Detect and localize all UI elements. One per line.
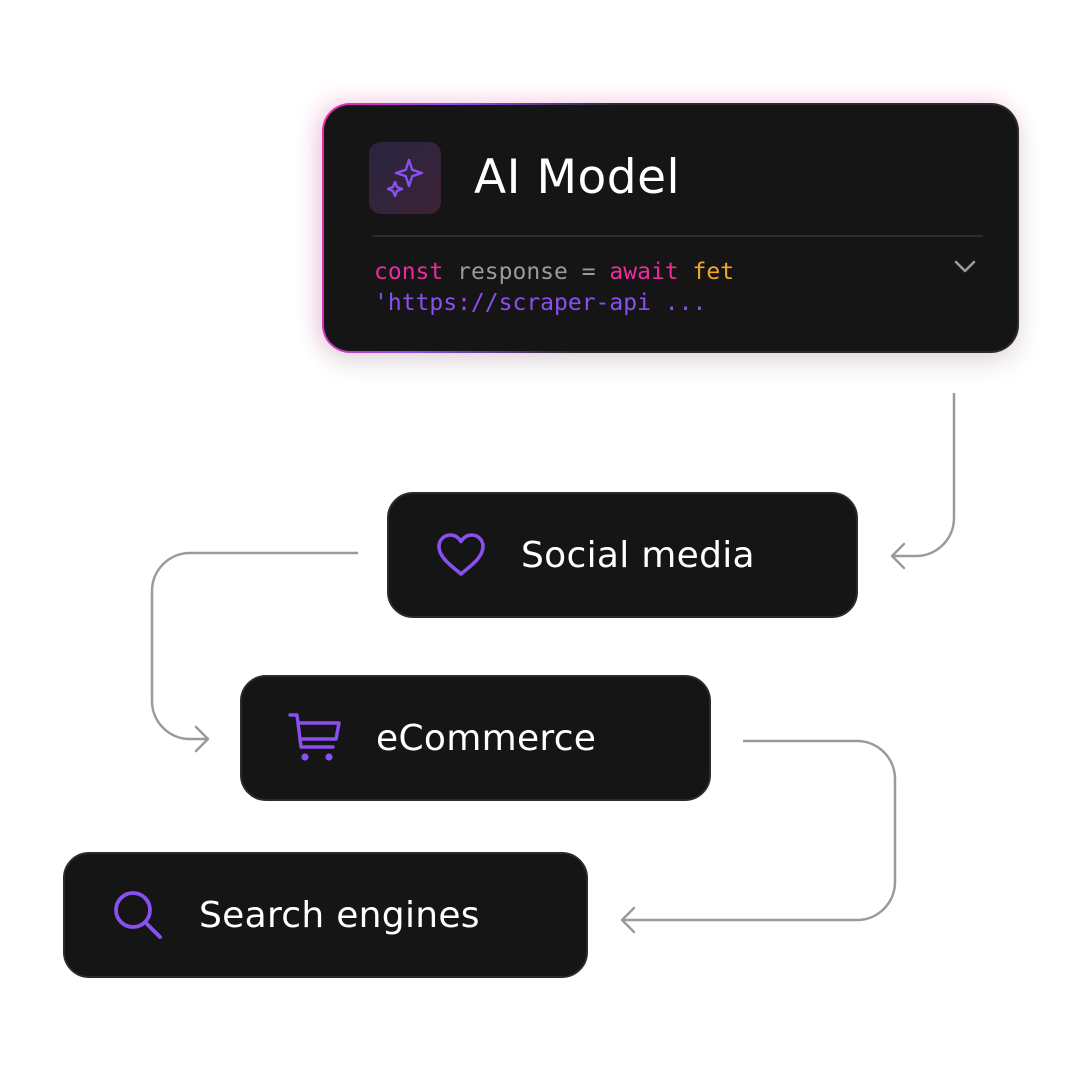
search-engines-label: Search engines — [199, 894, 480, 936]
chevron-down-icon[interactable] — [951, 253, 979, 281]
code-function: fet — [678, 259, 735, 285]
ai-model-icon-box — [369, 142, 441, 214]
ai-model-card-body: AI Model const response = await fet 'htt… — [324, 105, 1017, 351]
search-engines-content: Search engines — [65, 854, 586, 976]
shopping-cart-icon — [288, 713, 341, 761]
arrowhead-social — [890, 542, 906, 570]
arrowhead-search — [620, 906, 636, 934]
code-string: 'https://scraper-api ... — [374, 290, 707, 316]
code-keyword-await: await — [609, 259, 679, 285]
connector-ai-to-social — [892, 393, 956, 558]
ecommerce-label: eCommerce — [376, 717, 597, 759]
search-icon — [114, 891, 162, 939]
sparkles-icon — [386, 158, 424, 198]
heart-icon — [437, 533, 485, 576]
search-engines-node[interactable]: Search engines — [63, 852, 588, 978]
arrowhead-ecommerce — [194, 725, 210, 753]
social-media-node[interactable]: Social media — [387, 492, 858, 618]
social-media-label: Social media — [521, 534, 755, 576]
ai-model-title: AI Model — [474, 150, 681, 205]
ecommerce-node[interactable]: eCommerce — [240, 675, 711, 801]
ecommerce-content: eCommerce — [242, 677, 709, 799]
social-media-content: Social media — [389, 494, 856, 616]
ai-model-divider — [372, 235, 983, 237]
code-keyword-const: const — [374, 259, 444, 285]
ai-model-card[interactable]: AI Model const response = await fet 'htt… — [322, 103, 1019, 353]
code-snippet: const response = await fet 'https://scra… — [374, 257, 734, 319]
code-variable: response = — [443, 259, 610, 285]
